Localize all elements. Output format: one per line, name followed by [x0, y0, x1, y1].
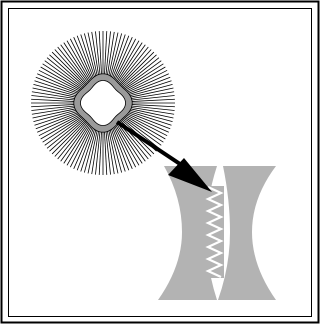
frame-border [2, 2, 319, 323]
